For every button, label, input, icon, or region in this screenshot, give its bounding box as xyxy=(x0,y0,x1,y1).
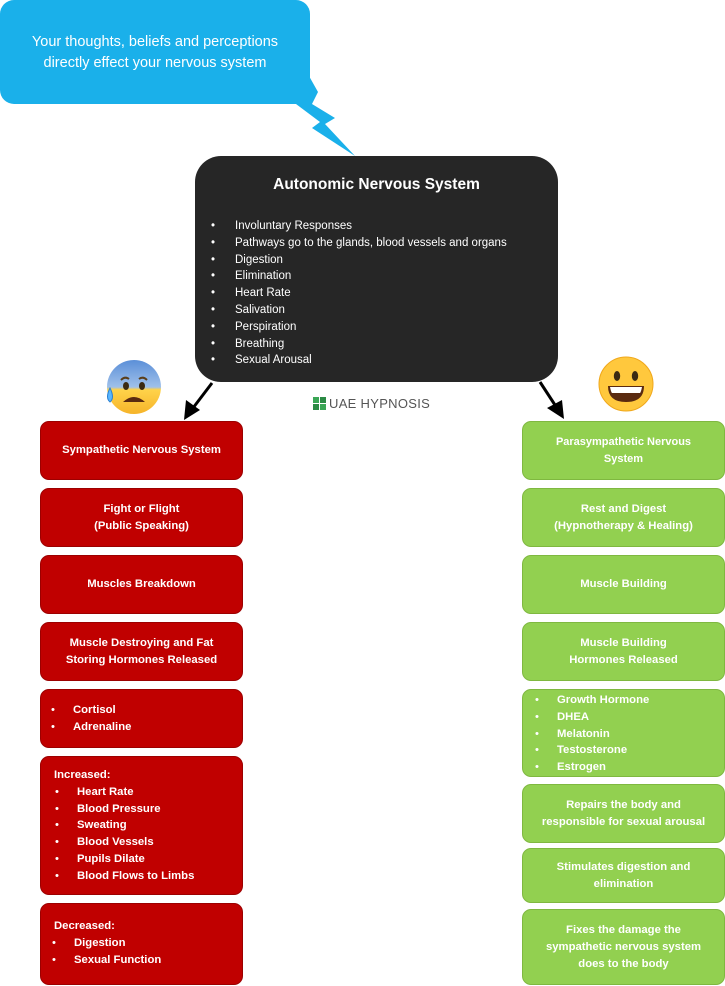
bubble-line-2: directly effect your nervous system xyxy=(43,55,267,71)
grinning-emoji-icon xyxy=(598,356,654,412)
bubble-line-1: Your thoughts, beliefs and perceptions xyxy=(31,34,279,50)
stimulates-box: Stimulates digestion and elimination xyxy=(522,848,725,903)
speech-bubble: Your thoughts, beliefs and perceptions d… xyxy=(0,0,310,104)
fight-line-1: Fight or Flight xyxy=(103,502,180,515)
list-item: Testosterone xyxy=(535,742,724,759)
list-item: Sweating xyxy=(55,817,242,834)
stress-hormones-box: Cortisol Adrenaline xyxy=(40,689,243,748)
stimulates-line-2: elimination xyxy=(593,877,654,890)
sympathetic-title: Sympathetic Nervous System xyxy=(62,444,221,456)
building-line-2: Hormones Released xyxy=(569,653,678,666)
anxious-sweat-emoji-icon xyxy=(107,360,161,414)
ans-item: Perspiration xyxy=(211,319,507,336)
ans-item: Sexual Arousal xyxy=(211,352,507,369)
parasympathetic-title-2: System xyxy=(603,452,644,465)
destroying-line-2: Storing Hormones Released xyxy=(65,653,218,666)
ans-item: Breathing xyxy=(211,336,507,353)
muscle-building: Muscle Building xyxy=(580,578,667,590)
stimulates-line-1: Stimulates digestion and xyxy=(556,860,691,873)
sympathetic-title-box: Sympathetic Nervous System xyxy=(40,421,243,480)
list-item: Pupils Dilate xyxy=(55,851,242,868)
list-item: Blood Pressure xyxy=(55,801,242,818)
repairs-box: Repairs the body and responsible for sex… xyxy=(522,784,725,843)
building-hormones-box: Muscle Building Hormones Released xyxy=(522,622,725,681)
autonomic-nervous-system-box: Autonomic Nervous System Involuntary Res… xyxy=(195,156,558,382)
stress-hormone-list: Cortisol Adrenaline xyxy=(51,702,242,736)
repairs-line-1: Repairs the body and xyxy=(566,798,681,811)
ans-list: Involuntary Responses Pathways go to the… xyxy=(211,218,507,369)
rest-line-1: Rest and Digest xyxy=(580,502,667,515)
ans-item: Heart Rate xyxy=(211,285,507,302)
list-item: Cortisol xyxy=(51,702,242,719)
increased-box: Increased: Heart Rate Blood Pressure Swe… xyxy=(40,756,243,895)
rest-line-2: (Hypnotherapy & Healing) xyxy=(554,519,693,532)
list-item: Melatonin xyxy=(535,726,724,743)
parasympathetic-title-1: Parasympathetic Nervous xyxy=(555,435,692,448)
list-item: Growth Hormone xyxy=(535,692,724,709)
ans-item: Elimination xyxy=(211,268,507,285)
decreased-list: Digestion Sexual Function xyxy=(52,935,242,969)
arrow-down-left-icon xyxy=(184,382,214,420)
destroying-hormones-box: Muscle Destroying and Fat Storing Hormon… xyxy=(40,622,243,681)
fixes-line-2: sympathetic nervous system xyxy=(545,940,702,953)
list-item: DHEA xyxy=(535,709,724,726)
parasympathetic-title-box: Parasympathetic Nervous System xyxy=(522,421,725,480)
list-item: Blood Flows to Limbs xyxy=(55,868,242,885)
muscles-breakdown: Muscles Breakdown xyxy=(87,578,196,590)
logo-text: UAE HYPNOSIS xyxy=(329,396,431,411)
list-item: Estrogen xyxy=(535,759,724,776)
destroying-line-1: Muscle Destroying and Fat xyxy=(69,636,214,649)
list-item: Sexual Function xyxy=(52,952,242,969)
list-item: Digestion xyxy=(52,935,242,952)
muscle-building-box: Muscle Building xyxy=(522,555,725,614)
fixes-line-3: does to the body xyxy=(578,957,669,970)
fixes-line-1: Fixes the damage the xyxy=(566,923,681,936)
rest-and-digest-box: Rest and Digest (Hypnotherapy & Healing) xyxy=(522,488,725,547)
decreased-box: Decreased: Digestion Sexual Function xyxy=(40,903,243,985)
list-item: Blood Vessels xyxy=(55,834,242,851)
list-item: Heart Rate xyxy=(55,784,242,801)
list-item: Adrenaline xyxy=(51,719,242,736)
ans-item: Pathways go to the glands, blood vessels… xyxy=(211,235,507,252)
increased-label: Increased: xyxy=(54,769,111,781)
building-line-1: Muscle Building xyxy=(580,636,667,649)
brand-logo: UAE HYPNOSIS xyxy=(313,396,430,411)
ans-item: Digestion xyxy=(211,252,507,269)
fight-line-2: (Public Speaking) xyxy=(94,519,189,532)
increased-list: Heart Rate Blood Pressure Sweating Blood… xyxy=(54,784,242,885)
fight-or-flight-box: Fight or Flight (Public Speaking) xyxy=(40,488,243,547)
fixes-box: Fixes the damage the sympathetic nervous… xyxy=(522,909,725,985)
logo-grid-icon xyxy=(313,397,326,410)
repairs-line-2: responsible for sexual arousal xyxy=(541,815,706,828)
hormone-list-box: Growth Hormone DHEA Melatonin Testostero… xyxy=(522,689,725,777)
ans-title: Autonomic Nervous System xyxy=(273,176,480,193)
hormone-list: Growth Hormone DHEA Melatonin Testostero… xyxy=(535,692,724,776)
muscles-breakdown-box: Muscles Breakdown xyxy=(40,555,243,614)
ans-item: Salivation xyxy=(211,302,507,319)
ans-item: Involuntary Responses xyxy=(211,218,507,235)
decreased-label: Decreased: xyxy=(54,920,115,932)
arrow-down-right-icon xyxy=(538,381,564,419)
